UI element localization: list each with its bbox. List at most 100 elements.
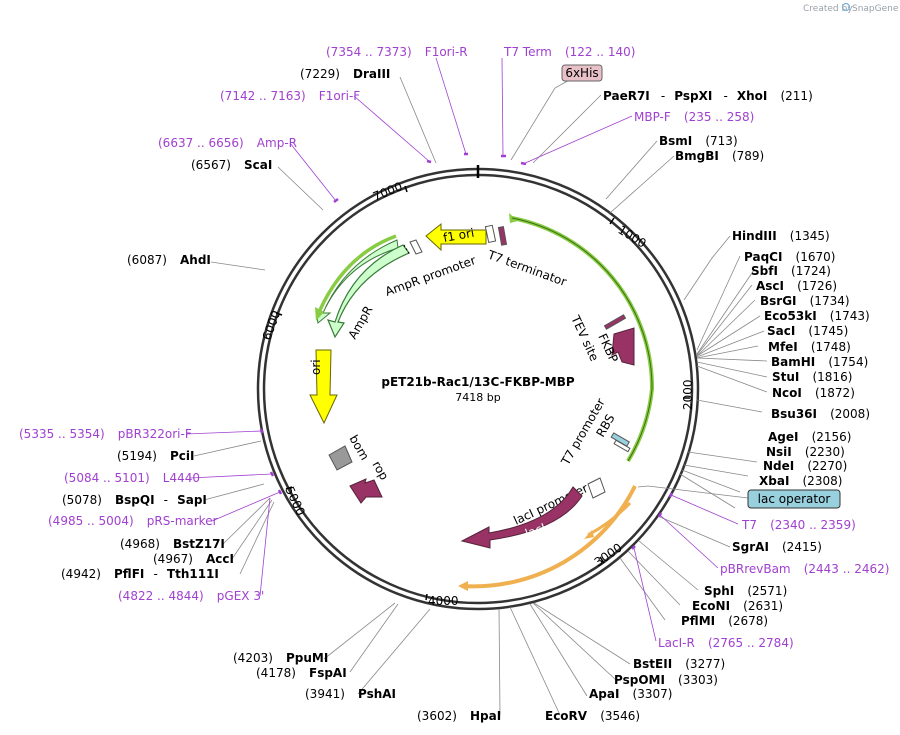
laci-feature[interactable] — [460, 486, 583, 549]
credit-brand: SnapGene — [852, 4, 899, 14]
enzyme-xbai[interactable]: XbaI (2308) — [759, 470, 842, 489]
enzyme-pspomi[interactable]: PspOMI (3303) — [614, 669, 718, 688]
primer-mbp-f[interactable]: MBP-F (235 .. 258) — [634, 106, 754, 125]
enzyme-bspqi-sapi[interactable]: (5078) BspQI - SapI — [62, 489, 207, 508]
primer-amp-r[interactable]: (6637 .. 6656) Amp-R — [158, 132, 297, 151]
primer-prs-marker[interactable]: (4985 .. 5004) pRS-marker — [48, 510, 218, 529]
enzyme-ppumi[interactable]: (4203) PpuMI — [233, 647, 328, 666]
primer-pbr322ori-f[interactable]: (5335 .. 5354) pBR322ori-F — [19, 423, 192, 442]
primer-t7[interactable]: T7 (2340 .. 2359) — [741, 514, 856, 533]
primer-f1ori-f[interactable]: (7142 .. 7163) F1ori-F — [220, 85, 360, 104]
snapgene-credit: Created by SnapGene — [803, 2, 899, 14]
lac-operator-box — [613, 439, 631, 453]
enzyme-hindiii[interactable]: HindIII (1345) — [732, 225, 830, 244]
enzyme-bamhi[interactable]: BamHI (1754) — [771, 351, 868, 370]
rop-label: rop — [369, 459, 391, 483]
snapgene-logo-icon — [841, 2, 851, 12]
enzyme-sgrai[interactable]: SgrAI (2415) — [732, 536, 822, 555]
enzyme-pshai[interactable]: (3941) PshAI — [305, 683, 396, 702]
bom-feature[interactable] — [328, 445, 353, 471]
his-tag-label: 6xHis — [565, 66, 598, 80]
tick-label-5000: 5000 — [282, 484, 308, 518]
laci-promoter-orange-arrowhead — [584, 530, 594, 539]
ampr-feature[interactable] — [326, 244, 410, 339]
laci-promoter-orange-arc — [587, 501, 632, 537]
lac-operator-box-label-bg — [747, 489, 841, 509]
enzyme-sbfi[interactable]: SbfI (1724) — [751, 260, 831, 279]
enzyme-mfei[interactable]: MfeI (1748) — [768, 336, 851, 355]
enzyme-ecorv[interactable]: EcoRV (3546) — [545, 705, 640, 724]
enzyme-pcii[interactable]: (5194) PciI — [117, 445, 195, 464]
primer-laci-r[interactable]: LacI-R (2765 .. 2784) — [658, 632, 794, 651]
enzyme-ncoi[interactable]: NcoI (1872) — [772, 382, 855, 401]
his-tag-box — [561, 64, 603, 82]
enzyme-paer7i-pspxi-xhoi[interactable]: PaeR7I - PspXI - XhoI (211) — [603, 85, 813, 104]
f1-ori-label: f1 ori — [442, 226, 475, 245]
enzyme-saci[interactable]: SacI (1745) — [767, 320, 848, 339]
enzyme-acci[interactable]: (4967) AccI — [153, 548, 234, 567]
ampr-green-arrowhead — [315, 307, 324, 321]
enzyme-pflmi[interactable]: PflMI (2678) — [681, 610, 768, 629]
enzyme-stui[interactable]: StuI (1816) — [772, 366, 852, 385]
primer-l4440[interactable]: (5084 .. 5101) L4440 — [64, 467, 200, 486]
lac-operator-label: lac operator — [758, 492, 831, 506]
primer-pbrrevbam[interactable]: pBRrevBam (2443 .. 2462) — [720, 558, 889, 577]
enzyme-leader-lines — [193, 76, 768, 716]
enzyme-bsu36i[interactable]: Bsu36I (2008) — [771, 403, 870, 422]
laci-orange-arrowhead — [458, 581, 468, 591]
enzyme-agei[interactable]: AgeI (2156) — [768, 426, 851, 445]
enzyme-fspai[interactable]: (4178) FspAI — [256, 662, 347, 681]
plasmid-name: pET21b-Rac1/13C-FKBP-MBP — [381, 375, 574, 389]
enzyme-hpai[interactable]: (3602) HpaI — [417, 705, 501, 724]
tick-label-7000: 7000 — [371, 179, 405, 203]
primer-t7-term[interactable]: T7 Term (122 .. 140) — [503, 41, 635, 60]
ampr-green-arc — [318, 234, 397, 311]
enzyme-bmgbi[interactable]: BmgBI (789) — [675, 145, 764, 164]
enzyme-paqci[interactable]: PaqCI (1670) — [744, 246, 835, 265]
tick-marks — [275, 185, 690, 601]
enzyme-pflfi-tth111i[interactable]: (4942) PflFI - Tth111I — [61, 563, 219, 582]
tick-label-2000: 2000 — [681, 379, 695, 410]
lac-operator-label-box[interactable]: lac operator — [747, 489, 841, 509]
enzyme-ndei[interactable]: NdeI (2270) — [763, 455, 847, 474]
tick-label-4000: 4000 — [428, 594, 459, 608]
primer-f1ori-r[interactable]: (7354 .. 7373) F1ori-R — [326, 41, 468, 60]
tev-site-box[interactable] — [603, 314, 627, 330]
primer-leader-lines — [185, 57, 739, 642]
laci-orange-arc[interactable] — [461, 485, 637, 589]
ampr-label: AmpR — [345, 303, 375, 341]
enzyme-sphi[interactable]: SphI (2571) — [704, 580, 787, 599]
enzyme-asci[interactable]: AscI (1726) — [756, 275, 837, 294]
t7-terminator-label: T7 terminator — [485, 247, 568, 289]
fkbp-feature[interactable] — [611, 327, 635, 366]
ampr-promoter-label: AmpR promoter — [383, 253, 477, 299]
his-tag-label-box[interactable]: 6xHis — [561, 64, 603, 82]
enzyme-draiii[interactable]: (7229) DraIII — [300, 63, 390, 82]
enzyme-bsmi[interactable]: BsmI (713) — [659, 130, 738, 149]
enzyme-ahdi[interactable]: (6087) AhdI — [127, 249, 211, 268]
ampr-promoter-divider — [403, 244, 411, 256]
ori-feature[interactable] — [309, 349, 338, 425]
enzyme-bsrgi[interactable]: BsrGI (1734) — [760, 290, 850, 309]
enzyme-bstz17i[interactable]: (4968) BstZ17I — [120, 533, 225, 552]
tick-label-1000: 1000 — [615, 223, 648, 251]
enzyme-scai[interactable]: (6567) ScaI — [191, 154, 272, 173]
laci-promoter-box[interactable] — [587, 477, 606, 499]
enzyme-econi[interactable]: EcoNI (2631) — [692, 595, 783, 614]
laci-label: lacI — [523, 521, 547, 541]
primer-pgex3[interactable]: (4822 .. 4844) pGEX 3' — [118, 585, 264, 604]
enzyme-nsii[interactable]: NsiI (2230) — [766, 441, 845, 460]
ampr-promoter-box — [409, 239, 423, 255]
t7-terminator-box[interactable] — [484, 224, 497, 244]
primer-markers — [259, 152, 674, 550]
ori-label: ori — [309, 359, 323, 375]
enzyme-eco53ki[interactable]: Eco53kI (1743) — [764, 305, 870, 324]
rop-feature[interactable] — [349, 478, 383, 504]
enzyme-apai[interactable]: ApaI (3307) — [589, 683, 672, 702]
credit-text: Created by — [803, 4, 853, 14]
t7-terminator-marker — [497, 226, 508, 246]
enzyme-bsteii[interactable]: BstEII (3277) — [633, 653, 725, 672]
f1-ori-feature[interactable] — [425, 222, 487, 252]
tick-label-6000: 6000 — [260, 309, 284, 342]
